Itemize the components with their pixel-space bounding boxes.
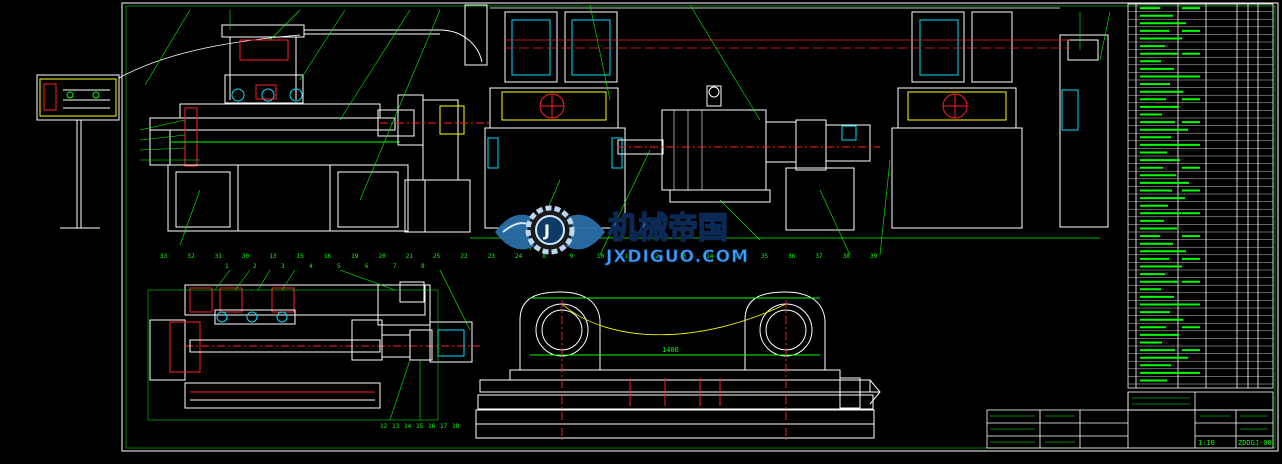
watermark-brand-url: JXDIGUO.COM xyxy=(605,247,749,267)
scale-text: 1:10 xyxy=(1198,439,1215,447)
plan-callout-number: 16 xyxy=(428,423,436,430)
plan-view xyxy=(147,281,480,421)
callout-number: 30 xyxy=(242,253,250,260)
callout-number: 15 xyxy=(297,253,305,260)
callout-number: 39 xyxy=(870,253,878,260)
title-block xyxy=(986,391,1274,449)
plan-callout-number: 6 xyxy=(365,263,369,270)
plan-callout-number: 1 xyxy=(225,263,229,270)
gearbox-stand-right xyxy=(891,11,1109,229)
gear-wings-logo-icon: J xyxy=(495,205,605,255)
stand-frame xyxy=(36,74,120,229)
callout-number: 25 xyxy=(433,253,441,260)
callout-number: 19 xyxy=(351,253,359,260)
plan-callout-number: 13 xyxy=(392,423,400,430)
callout-number: 10 xyxy=(597,253,605,260)
plan-callout-number: 18 xyxy=(452,423,460,430)
wire-line xyxy=(118,34,301,79)
plan-callout-number: 3 xyxy=(281,263,285,270)
plan-callout-number: 5 xyxy=(337,263,341,270)
callout-number: 8 xyxy=(542,253,546,260)
callout-number: 21 xyxy=(406,253,414,260)
plan-callout-number: 8 xyxy=(421,263,425,270)
callout-number: 32 xyxy=(187,253,195,260)
callout-number: 20 xyxy=(378,253,386,260)
callout-number: 22 xyxy=(460,253,468,260)
plan-callout-number: 12 xyxy=(380,423,388,430)
plan-callout-number: 14 xyxy=(404,423,412,430)
callout-number: 9 xyxy=(570,253,574,260)
callout-number: 24 xyxy=(515,253,523,260)
gearbox-stand-left xyxy=(484,11,626,229)
watermark: J 机械帝国 JXDIGUO.COM xyxy=(495,205,749,267)
callout-number: 31 xyxy=(215,253,223,260)
plan-view-leaders xyxy=(214,269,471,421)
plan-callout-number: 2 xyxy=(253,263,257,270)
winder-front-view xyxy=(149,4,490,233)
callout-number: 12 xyxy=(652,253,660,260)
plan-callout-number: 7 xyxy=(393,263,397,270)
roller-red-arrows xyxy=(629,378,721,406)
title-block-hatch xyxy=(990,397,1268,443)
callout-number: 11 xyxy=(624,253,632,260)
leader-lines xyxy=(139,4,1111,256)
roller-dimension: 1400 xyxy=(662,346,679,354)
callout-number: 13 xyxy=(269,253,277,260)
drawing-border xyxy=(121,2,1279,452)
plan-callout-number: 4 xyxy=(309,263,313,270)
roller-end-view xyxy=(475,291,881,440)
callout-number: 14 xyxy=(706,253,714,260)
callout-number: 33 xyxy=(160,253,168,260)
parts-list-rows xyxy=(1128,7,1273,385)
callout-number: 36 xyxy=(788,253,796,260)
callout-number: 16 xyxy=(324,253,332,260)
plan-callout-number: 17 xyxy=(440,423,448,430)
callout-number: 34 xyxy=(733,253,741,260)
callout-number: 23 xyxy=(488,253,496,260)
callout-number: 38 xyxy=(843,253,851,260)
drive-motor xyxy=(617,85,880,231)
parts-list-table xyxy=(1127,3,1274,389)
callout-number: 37 xyxy=(815,253,823,260)
watermark-brand-cn: 机械帝国 xyxy=(608,211,728,246)
callout-number: 13 xyxy=(679,253,687,260)
drawing-number: ZDDGJ-00 xyxy=(1238,439,1272,447)
plan-callout-number: 15 xyxy=(416,423,424,430)
callout-number: 35 xyxy=(761,253,769,260)
svg-text:J: J xyxy=(543,221,550,240)
